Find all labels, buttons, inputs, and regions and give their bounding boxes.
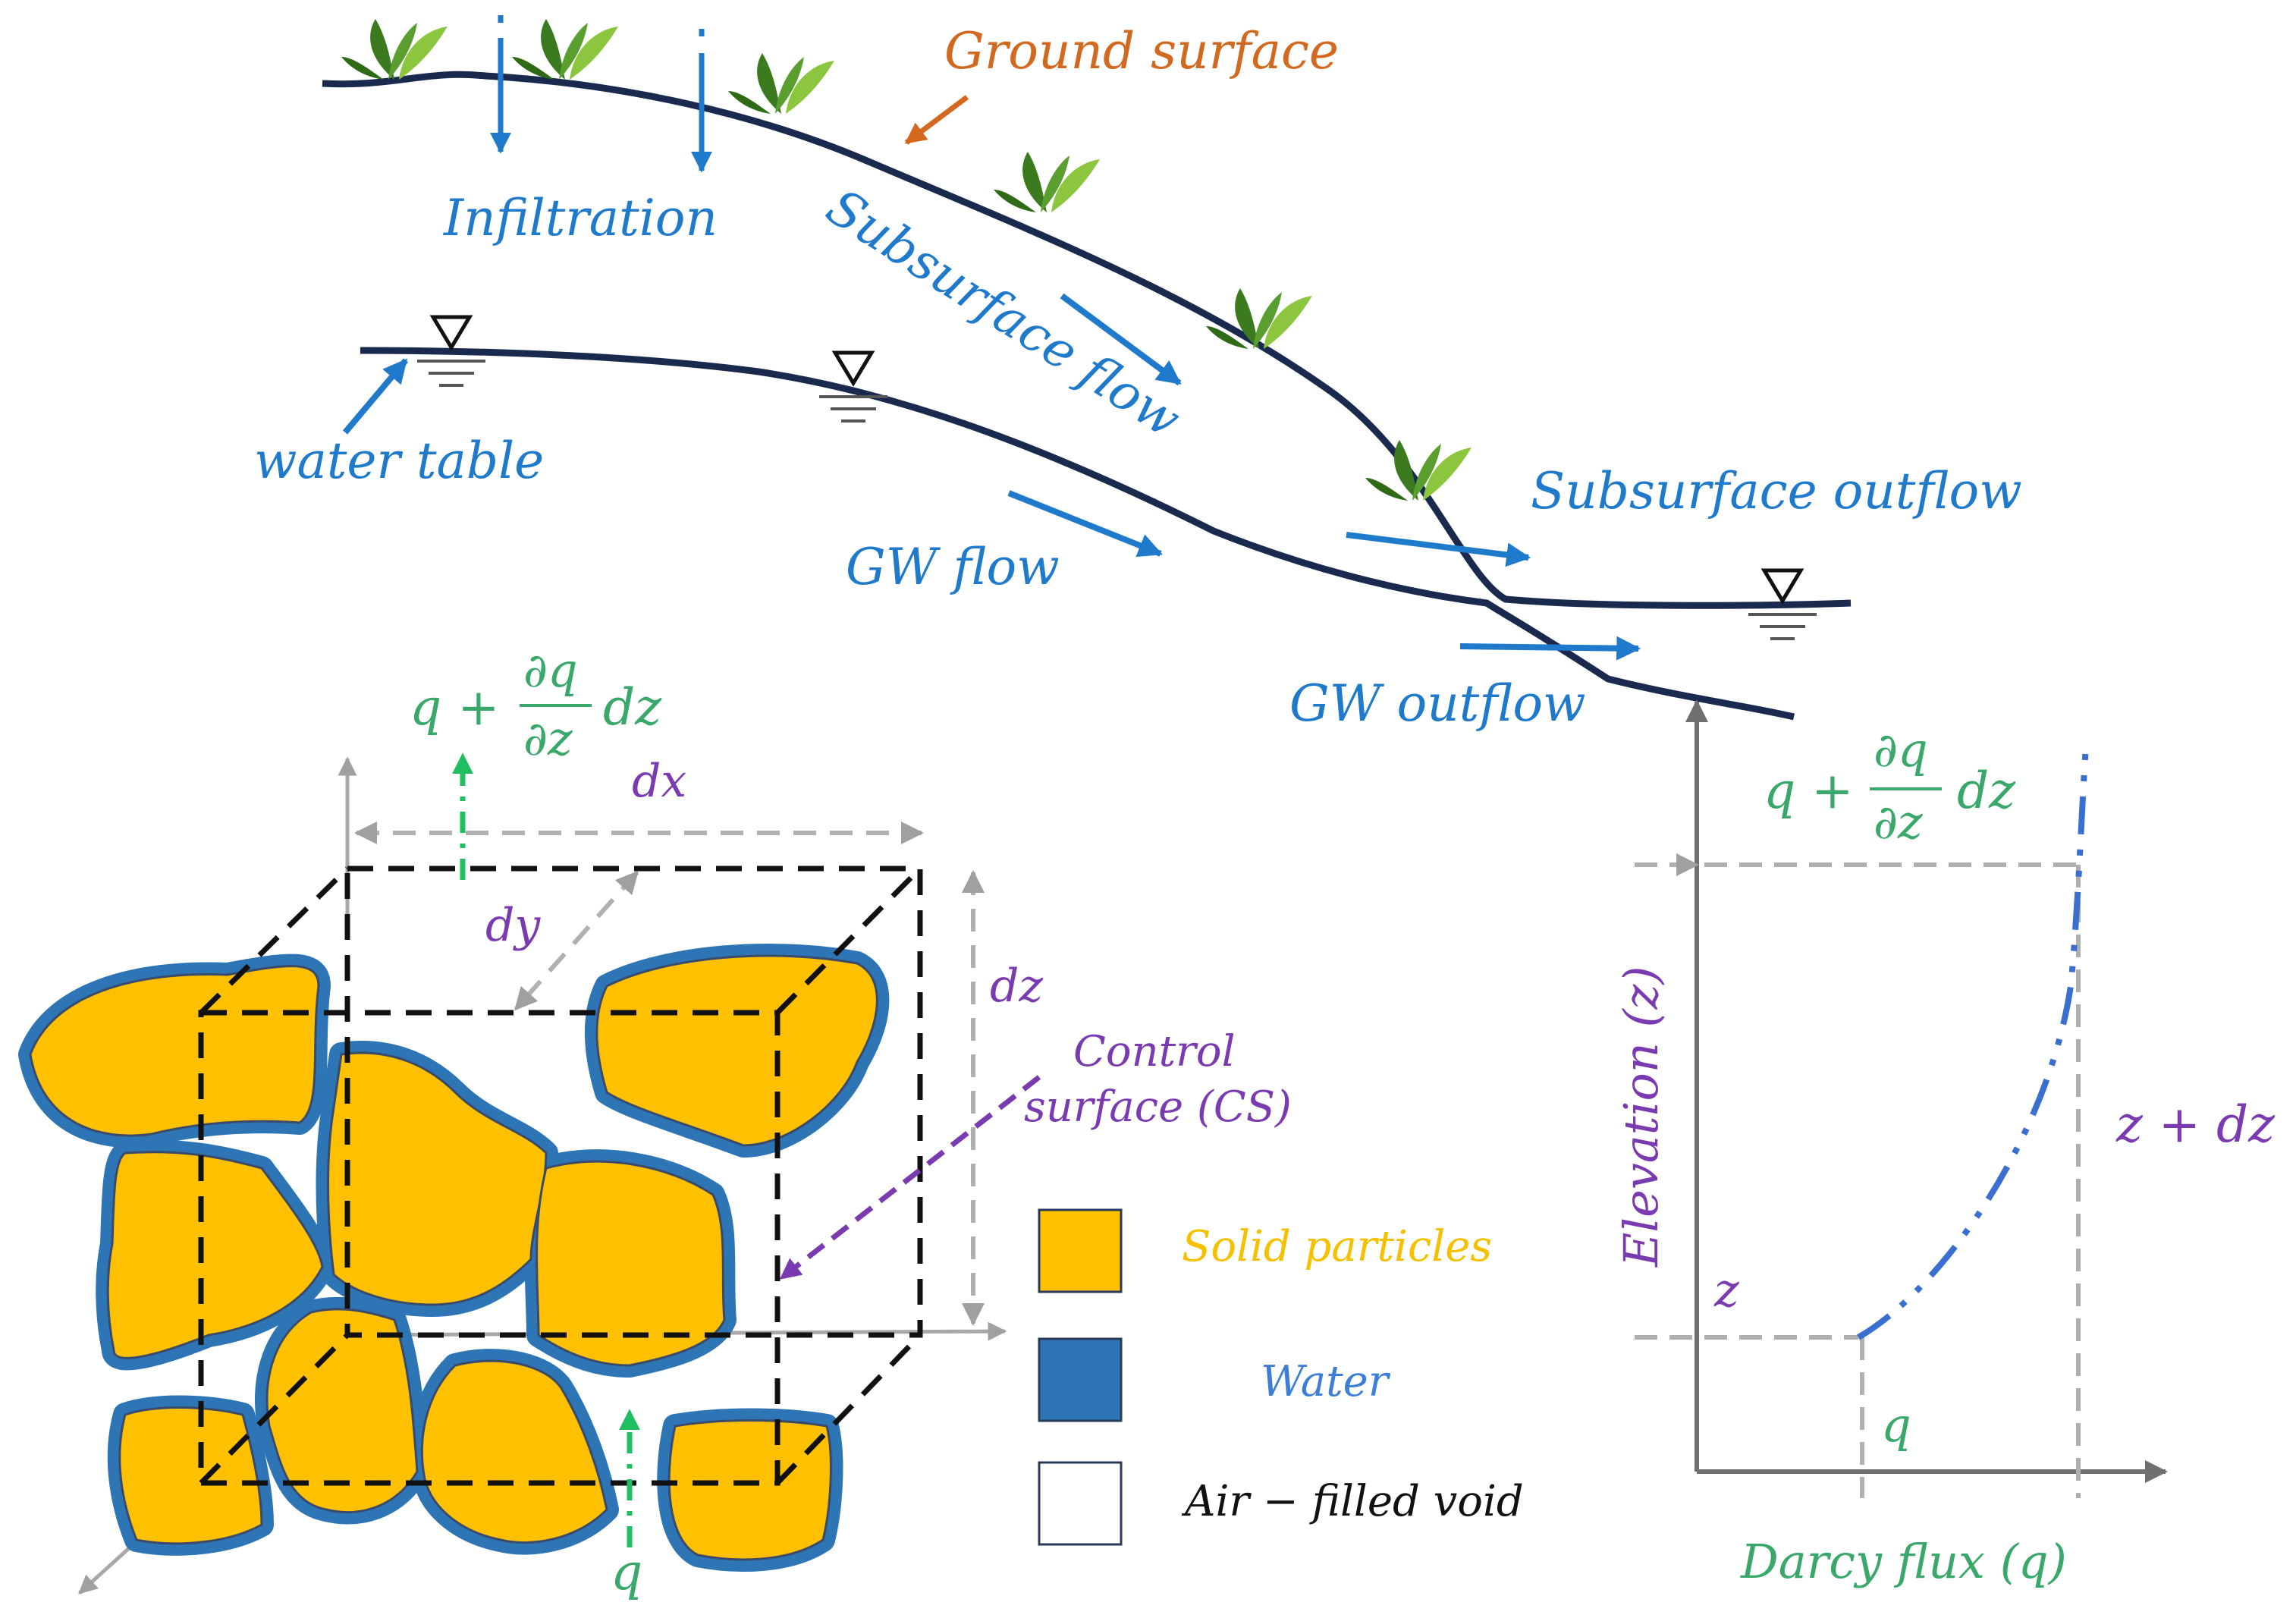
svg-text:dz: dz: [1957, 762, 2016, 820]
flux-bottom-label: q: [611, 1543, 642, 1601]
hillslope-section: Infiltration Ground surface Subsurface f…: [254, 15, 2022, 733]
subsurface-flow-arrow-icon: [1060, 293, 1182, 386]
legend-swatch-water: [1038, 1337, 1123, 1422]
dy-dimension-icon: [514, 870, 639, 1011]
legend-label-solid: Solid particles: [1182, 1222, 1492, 1271]
control-volume-cube: [198, 866, 923, 1486]
subsurface-outflow-label: Subsurface outflow: [1531, 462, 2022, 520]
ground-surface-arrow-icon: [904, 95, 969, 145]
gw-outflow-arrow-icon: [1459, 636, 1641, 661]
grass-icon: [512, 19, 618, 80]
flux-graph: Elevation (z) Darcy flux (q) q + ∂q ∂z d…: [1613, 699, 2276, 1589]
q-label: q: [1881, 1397, 1911, 1453]
svg-text:q +: q +: [1764, 762, 1854, 820]
grass-icon: [1206, 288, 1312, 349]
grass-icon: [728, 53, 834, 114]
soil-particles: [18, 944, 890, 1572]
water-table-line: [360, 347, 1795, 721]
dz-label: dz: [990, 960, 1043, 1013]
grass-icon: [994, 152, 1100, 212]
gw-flow-arrow-icon: [1007, 490, 1163, 558]
legend: Solid particles Water Air − filled void: [1038, 1208, 1524, 1546]
z-label: z: [1713, 1262, 1739, 1318]
legend-label-air: Air − filled void: [1181, 1477, 1524, 1526]
svg-text:∂z: ∂z: [523, 711, 573, 766]
grass-icon: [341, 19, 448, 80]
ground-surface-line: [322, 71, 1852, 609]
flux-top-formula: q + ∂q ∂z dz: [410, 642, 662, 766]
legend-label-water: Water: [1261, 1357, 1391, 1406]
gw-outflow-label: GW outflow: [1289, 674, 1586, 733]
subsurface-outflow-arrow-icon: [1346, 532, 1531, 567]
darcy-flux-axis-label: Darcy flux (q): [1740, 1534, 2067, 1589]
control-surface-label-2: surface (CS): [1024, 1082, 1292, 1132]
water-table-label: water table: [254, 432, 544, 490]
control-surface-arrow-icon: [779, 1075, 1041, 1280]
svg-text:∂q: ∂q: [523, 642, 578, 698]
legend-swatch-solid: [1038, 1208, 1123, 1293]
elevation-axis-label: Elevation (z): [1613, 966, 1669, 1268]
soil-element-section: dx dy dz q + ∂q ∂z dz q Control surface …: [18, 642, 1292, 1601]
infiltration-arrows: [490, 15, 712, 173]
dy-label: dy: [485, 899, 541, 952]
svg-text:dz: dz: [603, 678, 662, 737]
gw-flow-label: GW flow: [846, 538, 1060, 596]
dx-label: dx: [632, 755, 686, 808]
flux-profile-curve: [1857, 746, 2089, 1340]
water-table-arrow-icon: [342, 358, 409, 435]
z-plus-dz-label: z + dz: [2115, 1095, 2276, 1154]
graph-flux-formula: q + ∂q ∂z dz: [1764, 722, 2016, 850]
svg-text:∂z: ∂z: [1874, 794, 1923, 850]
control-surface-label-1: Control: [1073, 1027, 1236, 1076]
svg-text:∂q: ∂q: [1874, 722, 1928, 778]
legend-swatch-air: [1038, 1461, 1123, 1546]
infiltration-label: Infiltration: [443, 189, 718, 247]
grass-icon: [1365, 440, 1472, 501]
svg-text:q +: q +: [410, 678, 500, 737]
ground-surface-label: Ground surface: [944, 22, 1339, 80]
